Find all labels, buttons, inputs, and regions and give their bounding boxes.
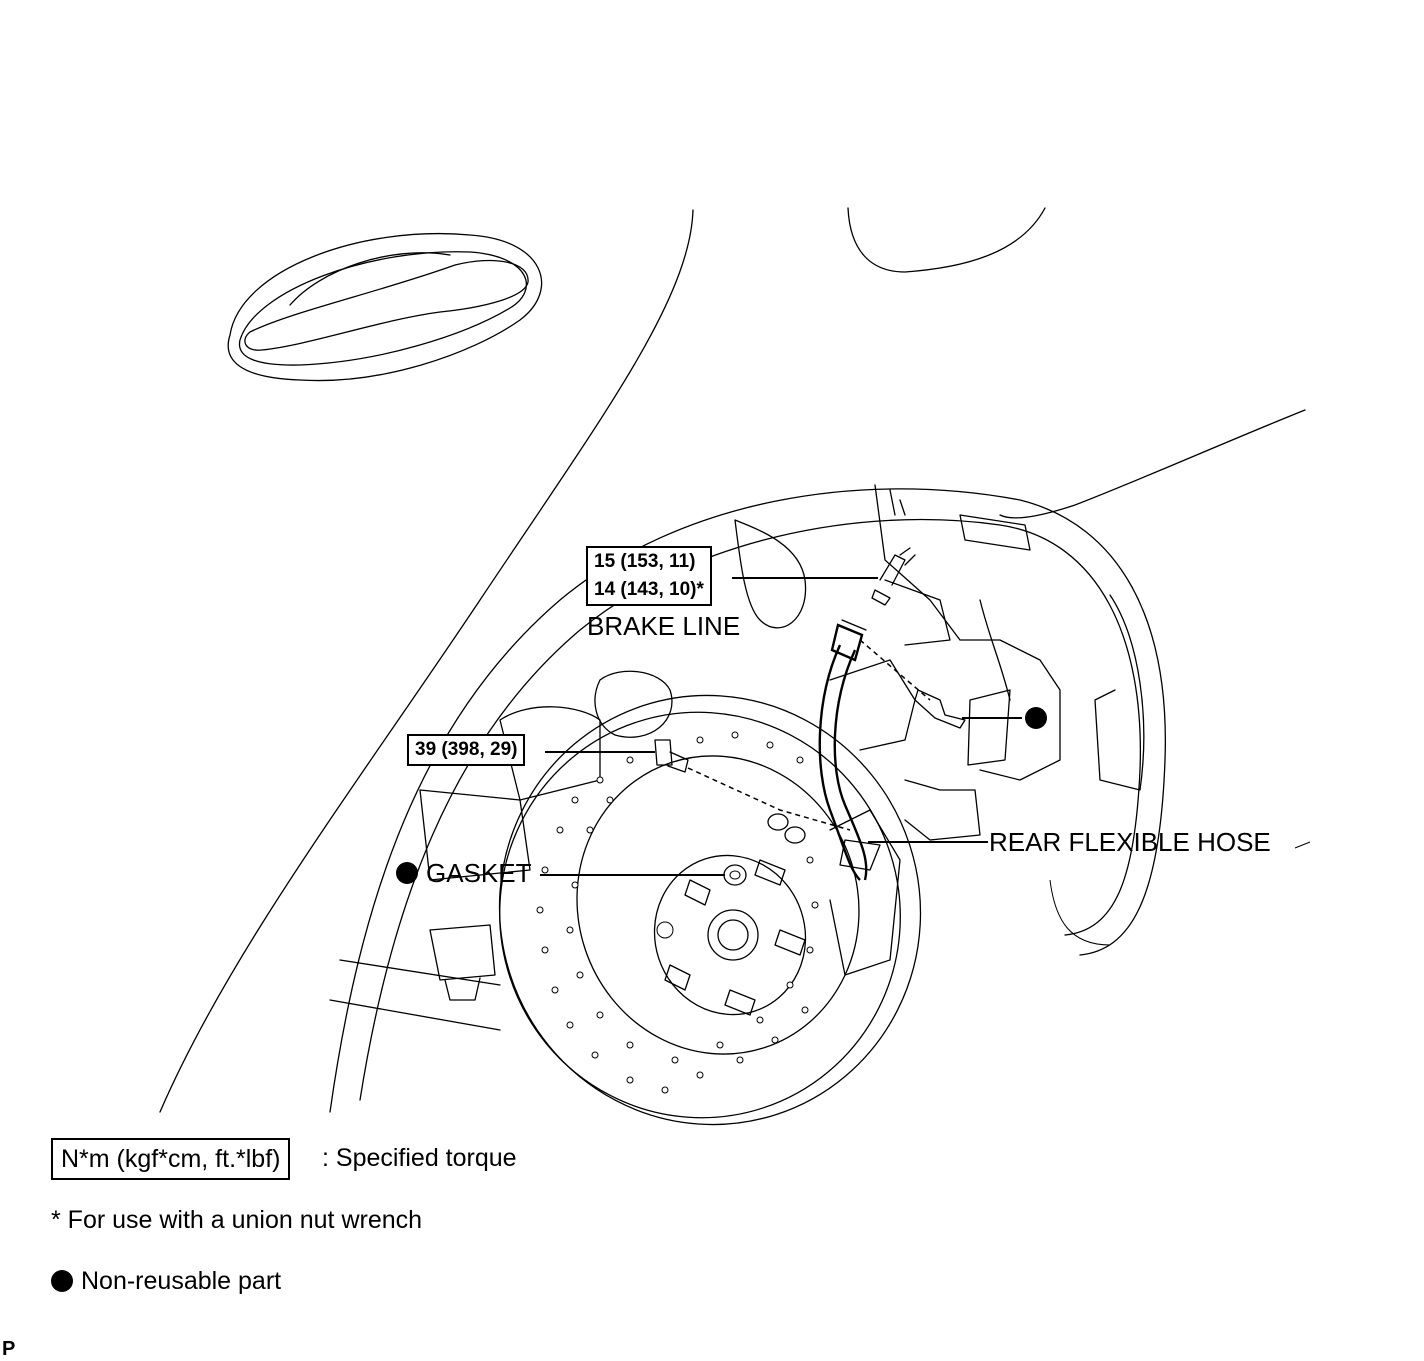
brake-line-torque-box: 15 (153, 11) 14 (143, 10)* (586, 546, 712, 606)
union-nut-note: * For use with a union nut wrench (51, 1206, 423, 1234)
non-reusable-marker-gasket (396, 862, 418, 884)
brake-line-fitting (871, 547, 916, 606)
torque-unit-box: N*m (kgf*cm, ft.*lbf) (51, 1138, 291, 1180)
torque-unit-description: : Specified torque (322, 1144, 517, 1172)
assembly-line-1 (859, 639, 931, 701)
brake-disc (498, 694, 922, 1126)
gasket-label: GASKET (426, 858, 532, 888)
page-code: P (2, 1338, 16, 1360)
hose-clip (914, 689, 966, 729)
gasket-parts (723, 813, 806, 886)
bolt-torque-box: 39 (398, 29) (407, 734, 526, 766)
flexible-hose (818, 619, 881, 881)
door-handle (227, 233, 543, 382)
body-panel-edge (159, 209, 694, 1113)
bolt-torque-value: 39 (398, 29) (415, 739, 518, 760)
fender-line (999, 409, 1306, 519)
brake-line-label: BRAKE LINE (587, 611, 741, 641)
suspension-parts (329, 484, 1061, 1031)
assembly-line-2 (687, 767, 851, 831)
wheel-arch-top (847, 207, 1046, 273)
brake-line-torque-union-wrench: 14 (143, 10)* (594, 579, 704, 600)
union-bolt (654, 739, 689, 773)
non-reusable-marker-clip (1025, 707, 1047, 729)
non-reusable-legend-text: Non-reusable part (81, 1267, 282, 1295)
non-reusable-legend-marker (51, 1270, 73, 1292)
rear-flexible-hose-label: REAR FLEXIBLE HOSE (989, 827, 1271, 857)
brake-line-torque-standard: 15 (153, 11) (594, 551, 696, 572)
wheel-well (329, 488, 1166, 1113)
